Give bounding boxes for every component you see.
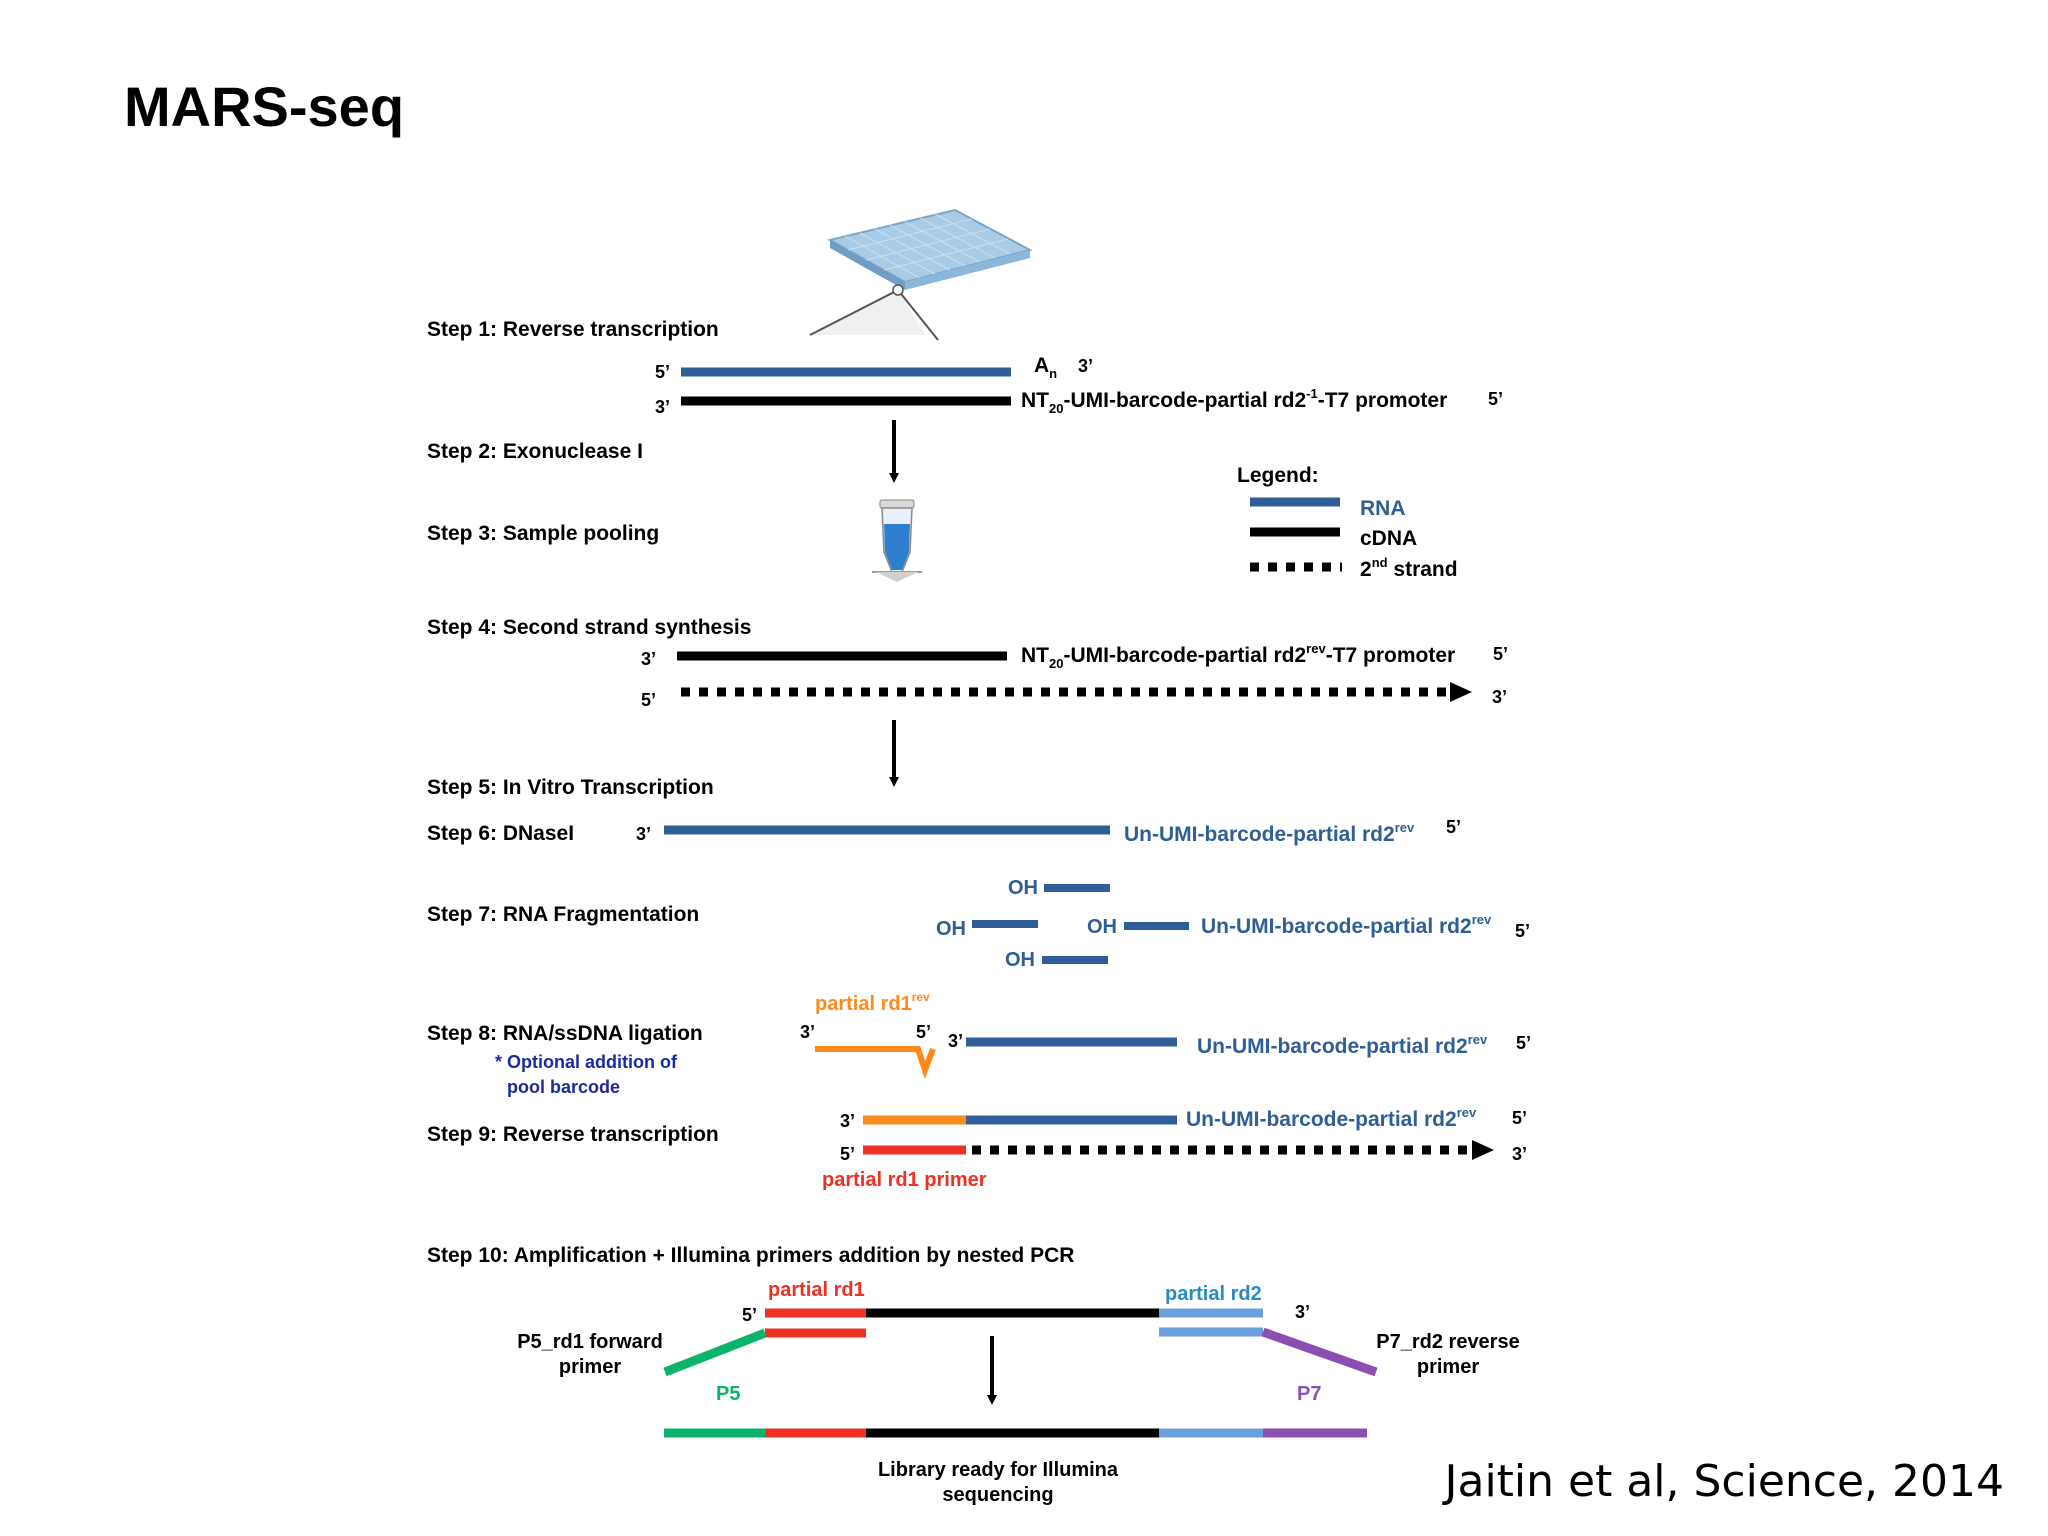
step9-second-strand-arrowhead [1472, 1140, 1494, 1160]
step7-oh-bottom: OH [1005, 949, 1035, 971]
step1-rna-five-prime: 5’ [655, 362, 670, 382]
step1-rna-three-prime: 3’ [1078, 356, 1093, 376]
step6-three-prime: 3’ [636, 824, 651, 844]
legend-rna-label: RNA [1360, 497, 1406, 520]
step-4-label: Step 4: Second strand synthesis [427, 616, 751, 639]
step9-top-five-prime: 5’ [1512, 1108, 1527, 1128]
384-well-plate-icon [809, 208, 1033, 341]
legend-cdna-label: cDNA [1360, 527, 1417, 550]
library-label-line1: Library ready for Illumina [878, 1459, 1119, 1481]
step10-p5-tail [663, 1328, 767, 1377]
step-10-label: Step 10: Amplification + Illumina primer… [427, 1244, 1074, 1267]
step8-umi-label: Un-UMI-barcode-partial rd2rev [1197, 1032, 1488, 1058]
step8-adapter-label: partial rd1rev [815, 990, 930, 1015]
step-10-pcr: partial rd1 partial rd2 5’ 3’ P5_rd1 for… [517, 1279, 1520, 1506]
step6-five-prime: 5’ [1446, 817, 1461, 837]
step1-primer-label: NT20-UMI-barcode-partial rd2-1-T7 promot… [1021, 386, 1447, 416]
step-9-label: Step 9: Reverse transcription [427, 1123, 719, 1146]
step10-reverse-primer-line2: primer [1417, 1356, 1479, 1378]
legend-second-strand-label: 2nd strand [1360, 555, 1458, 581]
legend-title: Legend: [1237, 464, 1319, 487]
step9-bottom-three-prime: 3’ [1512, 1144, 1527, 1164]
step-9-rt: 3’ Un-UMI-barcode-partial rd2rev 5’ 5’ 3… [822, 1105, 1527, 1191]
library-label-line2: sequencing [942, 1484, 1053, 1506]
step10-forward-primer-line2: primer [559, 1356, 621, 1378]
step8-adapter-three-prime: 3’ [800, 1022, 815, 1042]
step7-oh-left: OH [936, 918, 966, 940]
step-2-label: Step 2: Exonuclease I [427, 440, 643, 463]
step8-five-prime: 5’ [1516, 1033, 1531, 1053]
step4-primer-label: NT20-UMI-barcode-partial rd2rev-T7 promo… [1021, 641, 1455, 671]
step8-adapter-five-prime: 5’ [916, 1022, 931, 1042]
step7-umi-label: Un-UMI-barcode-partial rd2rev [1201, 912, 1492, 938]
step-8-ligation: partial rd1rev 3’ 5’ 3’ Un-UMI-barcode-p… [800, 990, 1531, 1079]
step-8-note-line1: * Optional addition of [495, 1052, 678, 1072]
step1-cdna-three-prime: 3’ [655, 397, 670, 417]
step-1-label: Step 1: Reverse transcription [427, 318, 719, 341]
step1-cdna-five-prime: 5’ [1488, 389, 1503, 409]
step-3-label: Step 3: Sample pooling [427, 522, 659, 545]
step9-umi-label: Un-UMI-barcode-partial rd2rev [1186, 1105, 1477, 1131]
step7-oh-right: OH [1087, 916, 1117, 938]
step10-partial-rd2-label: partial rd2 [1165, 1283, 1262, 1305]
pooled-sample-tube-icon [872, 499, 922, 582]
step-5-label: Step 5: In Vitro Transcription [427, 776, 714, 799]
step10-top-five-prime: 5’ [742, 1305, 757, 1325]
step10-p7-tail [1261, 1327, 1378, 1377]
step1-poly-a: An [1034, 354, 1057, 381]
step-8-note-line2: pool barcode [507, 1077, 620, 1097]
step10-top-three-prime: 3’ [1295, 1302, 1310, 1322]
step-8-label: Step 8: RNA/ssDNA ligation [427, 1022, 703, 1045]
citation: Jaitin et al, Science, 2014 [1444, 1456, 2005, 1507]
step7-five-prime: 5’ [1515, 921, 1530, 941]
legend: Legend: RNA cDNA 2nd strand [1237, 464, 1458, 581]
step9-primer-label: partial rd1 primer [822, 1169, 987, 1191]
step10-partial-rd1-label: partial rd1 [768, 1279, 865, 1301]
step10-p5-label: P5 [716, 1383, 740, 1405]
step4-second-strand-arrowhead [1450, 682, 1472, 702]
step4-cdna-three-prime: 3’ [641, 649, 656, 669]
step9-bottom-five-prime: 5’ [840, 1144, 855, 1164]
step7-oh-top: OH [1008, 877, 1038, 899]
step6-umi-label: Un-UMI-barcode-partial rd2rev [1124, 820, 1415, 846]
step-4-strands: 3’ NT20-UMI-barcode-partial rd2rev-T7 pr… [641, 641, 1508, 710]
step10-forward-primer-line1: P5_rd1 forward [517, 1331, 663, 1353]
step8-rna-three-prime: 3’ [948, 1031, 963, 1051]
step4-second-three-prime: 3’ [1492, 687, 1507, 707]
step9-top-three-prime: 3’ [840, 1111, 855, 1131]
step4-second-five-prime: 5’ [641, 690, 656, 710]
step4-cdna-five-prime: 5’ [1493, 644, 1508, 664]
step-6-strand: 3’ Un-UMI-barcode-partial rd2rev 5’ [636, 817, 1461, 846]
step-6-label: Step 6: DNaseI [427, 822, 574, 845]
step8-adapter-strand [815, 1046, 936, 1079]
step-7-label: Step 7: RNA Fragmentation [427, 903, 699, 926]
step10-p7-label: P7 [1297, 1383, 1321, 1405]
step-7-fragments: OH OH OH Un-UMI-barcode-partial rd2rev 5… [936, 877, 1530, 971]
step-1-strands: 5’ An 3’ 3’ NT20-UMI-barcode-partial rd2… [655, 354, 1503, 417]
step10-reverse-primer-line1: P7_rd2 reverse [1376, 1331, 1519, 1353]
slide-title: MARS-seq [124, 75, 405, 138]
